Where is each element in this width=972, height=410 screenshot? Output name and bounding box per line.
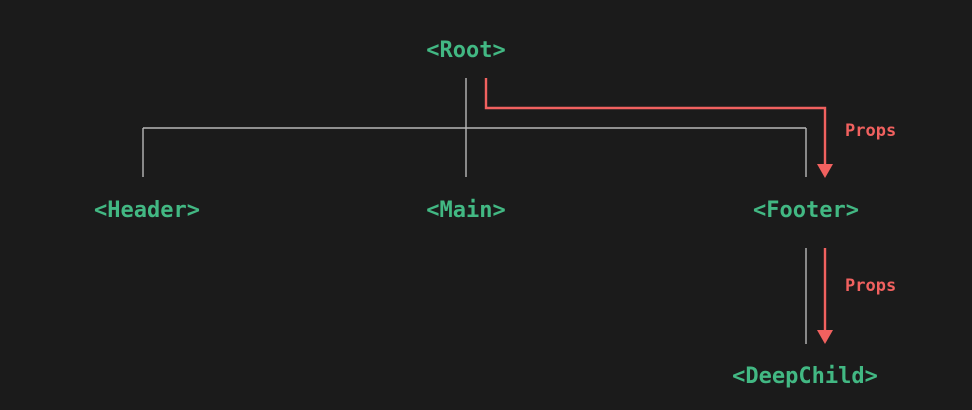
- props-label-root-to-footer: Props: [845, 121, 896, 141]
- props-arrow-footer-to-deepchild: Props: [817, 248, 896, 344]
- arrowhead-icon: [817, 164, 833, 178]
- node-footer: <Footer>: [753, 198, 859, 223]
- arrowhead-icon: [817, 330, 833, 344]
- component-nodes: <Root> <Header> <Main> <Footer> <DeepChi…: [94, 38, 878, 389]
- props-arrow-root-to-footer: Props: [484, 78, 896, 178]
- tree-connectors: [142, 78, 807, 344]
- props-label-footer-to-deepchild: Props: [845, 276, 896, 296]
- node-main: <Main>: [426, 198, 505, 223]
- node-root: <Root>: [426, 38, 505, 63]
- node-header: <Header>: [94, 198, 200, 223]
- props-arrow-path: [484, 78, 827, 165]
- node-deep-child: <DeepChild>: [732, 364, 878, 389]
